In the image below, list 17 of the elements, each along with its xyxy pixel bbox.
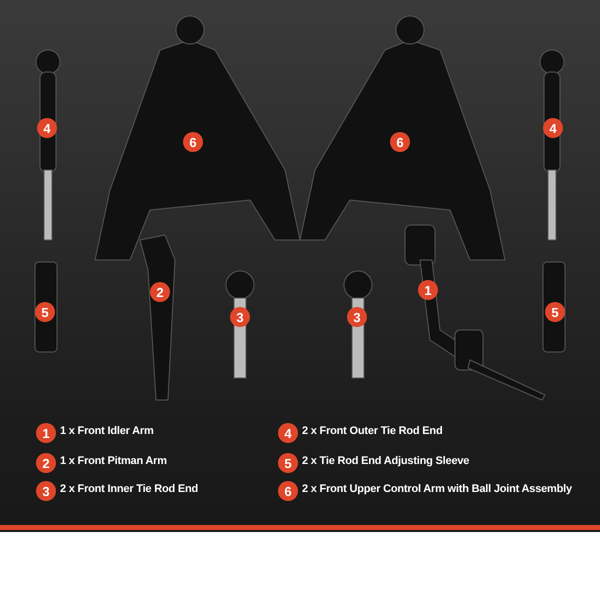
callout-number: 1 bbox=[36, 423, 56, 443]
callout-number: 4 bbox=[278, 423, 298, 443]
callout-number: 3 bbox=[230, 307, 250, 327]
callout-number: 4 bbox=[543, 118, 563, 138]
legend-text: 2 x Tie Rod End Adjusting Sleeve bbox=[302, 455, 470, 467]
legend-text: 2 x Front Upper Control Arm with Ball Joint Assembly bbox=[302, 483, 572, 495]
legend-text: 1 x Front Idler Arm bbox=[60, 425, 154, 437]
callout-number: 1 bbox=[418, 280, 438, 300]
legend-text: 2 x Front Outer Tie Rod End bbox=[302, 425, 442, 437]
callout-number: 6 bbox=[278, 481, 298, 501]
callout-number: 2 bbox=[36, 453, 56, 473]
callout-number: 3 bbox=[347, 307, 367, 327]
legend-text: 1 x Front Pitman Arm bbox=[60, 455, 167, 467]
callout-number: 5 bbox=[278, 453, 298, 473]
legend-text: 2 x Front Inner Tie Rod End bbox=[60, 483, 198, 495]
callout-number: 4 bbox=[37, 118, 57, 138]
callout-number: 3 bbox=[36, 481, 56, 501]
